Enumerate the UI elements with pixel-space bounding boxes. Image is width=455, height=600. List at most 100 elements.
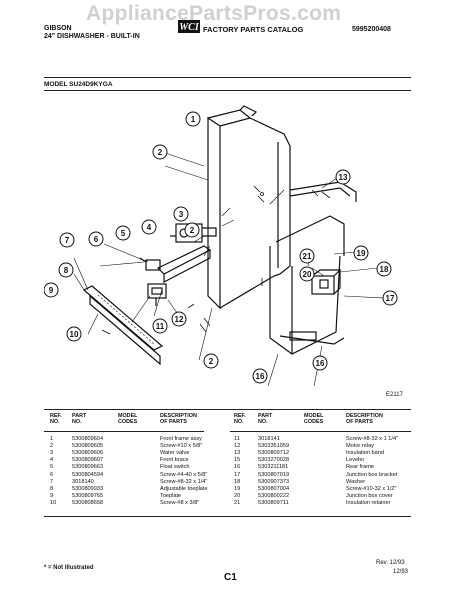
- header-model-right: MODEL CODES: [304, 413, 324, 426]
- row-ref: 16: [234, 464, 241, 471]
- row-ref: 6: [50, 471, 54, 478]
- header-part-left: PART NO.: [72, 413, 87, 426]
- callout-9: 9: [44, 282, 59, 298]
- callout-12: 12: [171, 311, 187, 327]
- row-ref: 7: [50, 478, 54, 485]
- callout-2b: 2: [184, 222, 200, 238]
- model-line: MODEL SU24D9KYGA: [44, 81, 113, 88]
- svg-text:21: 21: [303, 252, 312, 261]
- row-ref: 1: [50, 436, 54, 442]
- header-ref-right: REF. NO.: [234, 413, 246, 426]
- svg-text:2: 2: [158, 148, 163, 157]
- row-part: 5300809605: [72, 443, 104, 450]
- diagram-code: E2117: [386, 392, 403, 398]
- callout-3: 3: [173, 206, 189, 222]
- row-desc: Float switch: [160, 464, 190, 471]
- row-ref: 21: [234, 499, 241, 506]
- callout-21: 21: [299, 248, 315, 264]
- table-rule-top: [44, 409, 411, 410]
- callout-19: 19: [353, 245, 369, 261]
- row-part: 5300809663: [72, 464, 104, 471]
- row-ref: 12: [234, 443, 241, 450]
- svg-text:10: 10: [70, 330, 79, 339]
- svg-text:8: 8: [64, 266, 69, 275]
- revision: Rev. 12/93: [376, 560, 405, 566]
- header-model-left: MODEL CODES: [118, 413, 138, 426]
- callout-5: 5: [115, 225, 131, 241]
- row-ref: 3: [50, 450, 54, 457]
- row-desc: Insulation retainer: [346, 499, 391, 506]
- row-desc: Rear frame: [346, 464, 374, 471]
- header-rule-bottom: [44, 90, 411, 91]
- header-desc-right: DESCRIPTION OF PARTS: [346, 413, 383, 426]
- row-part: 5300809712: [258, 450, 290, 457]
- callout-8: 8: [58, 262, 74, 278]
- row-desc: Screw-#8-32 x 1/4": [160, 478, 208, 485]
- row-part: 5303270028: [258, 457, 290, 464]
- svg-text:16: 16: [316, 359, 325, 368]
- svg-text:3: 3: [179, 210, 184, 219]
- row-desc: Screw-#10 x 5/8": [160, 443, 203, 450]
- row-part: 5300809607: [72, 457, 104, 464]
- row-part: 3018141: [258, 436, 280, 442]
- svg-text:1: 1: [191, 115, 196, 124]
- row-part: 5300809604: [72, 436, 104, 442]
- catalog-title: FACTORY PARTS CATALOG: [203, 25, 304, 34]
- callout-11: 11: [152, 318, 168, 334]
- callout-7: 7: [59, 232, 75, 248]
- row-ref: 9: [50, 492, 54, 499]
- svg-text:11: 11: [156, 322, 165, 331]
- header-rule-top: [44, 77, 411, 78]
- exploded-parts-diagram: 1 2 2 2 3 4 5 6 7 8 9 10 11 12 13 16 16 …: [44, 105, 398, 386]
- not-illustrated-note: * = Not Illustrated: [44, 565, 94, 571]
- row-ref: 4: [50, 457, 54, 464]
- brand-label: GIBSON: [44, 25, 72, 32]
- header-desc-left: DESCRIPTION OF PARTS: [160, 413, 197, 426]
- row-desc: Toeplate: [160, 492, 182, 499]
- callout-4: 4: [141, 219, 157, 235]
- svg-text:13: 13: [339, 173, 348, 182]
- row-ref: 11: [234, 436, 240, 442]
- svg-text:20: 20: [303, 270, 312, 279]
- callout-16a: 16: [312, 355, 328, 371]
- row-ref: 5: [50, 464, 54, 471]
- row-desc: Front frame assy: [160, 436, 202, 442]
- row-part: 5300800222: [258, 492, 290, 499]
- svg-text:9: 9: [49, 286, 54, 295]
- callout-20: 20: [299, 266, 315, 282]
- row-desc: Insulation band: [346, 450, 384, 457]
- row-part: 5300807019: [258, 471, 290, 478]
- row-ref: 20: [234, 492, 241, 499]
- row-ref: 17: [234, 471, 241, 478]
- svg-text:16: 16: [256, 372, 265, 381]
- table-rule-bottom: [44, 516, 411, 517]
- row-desc: Water valve: [160, 450, 190, 457]
- svg-text:2: 2: [209, 357, 214, 366]
- svg-text:12: 12: [175, 315, 184, 324]
- row-desc: Screw-#4-40 x 5/8": [160, 471, 208, 478]
- callout-17: 17: [382, 290, 398, 306]
- callout-6: 6: [88, 231, 104, 247]
- row-part: 3018140: [72, 478, 94, 485]
- callout-10: 10: [66, 326, 82, 342]
- callout-2a: 2: [152, 144, 168, 160]
- row-desc: Screw-#8 x 3/8": [160, 499, 200, 506]
- row-desc: Junction box cover: [346, 492, 393, 499]
- row-part: 5300804594: [72, 471, 104, 478]
- svg-text:18: 18: [380, 265, 389, 274]
- row-ref: 15: [234, 457, 241, 464]
- site-watermark: AppliancePartsPros.com: [86, 2, 342, 25]
- row-ref: 2: [50, 443, 54, 450]
- row-part: 5303211181: [258, 464, 289, 471]
- row-desc: Motor relay: [346, 443, 374, 450]
- row-part: 5300808658: [72, 499, 104, 506]
- row-ref: 10: [50, 499, 57, 506]
- svg-text:5: 5: [121, 229, 126, 238]
- row-part: 5300907373: [258, 478, 290, 485]
- callout-18: 18: [376, 261, 392, 277]
- header-underline-left: [44, 431, 204, 432]
- header-part-right: PART NO.: [258, 413, 273, 426]
- product-label: 24" DISHWASHER - BUILT-IN: [44, 33, 140, 40]
- row-desc: Leveler: [346, 457, 365, 464]
- svg-text:WCI: WCI: [179, 22, 200, 33]
